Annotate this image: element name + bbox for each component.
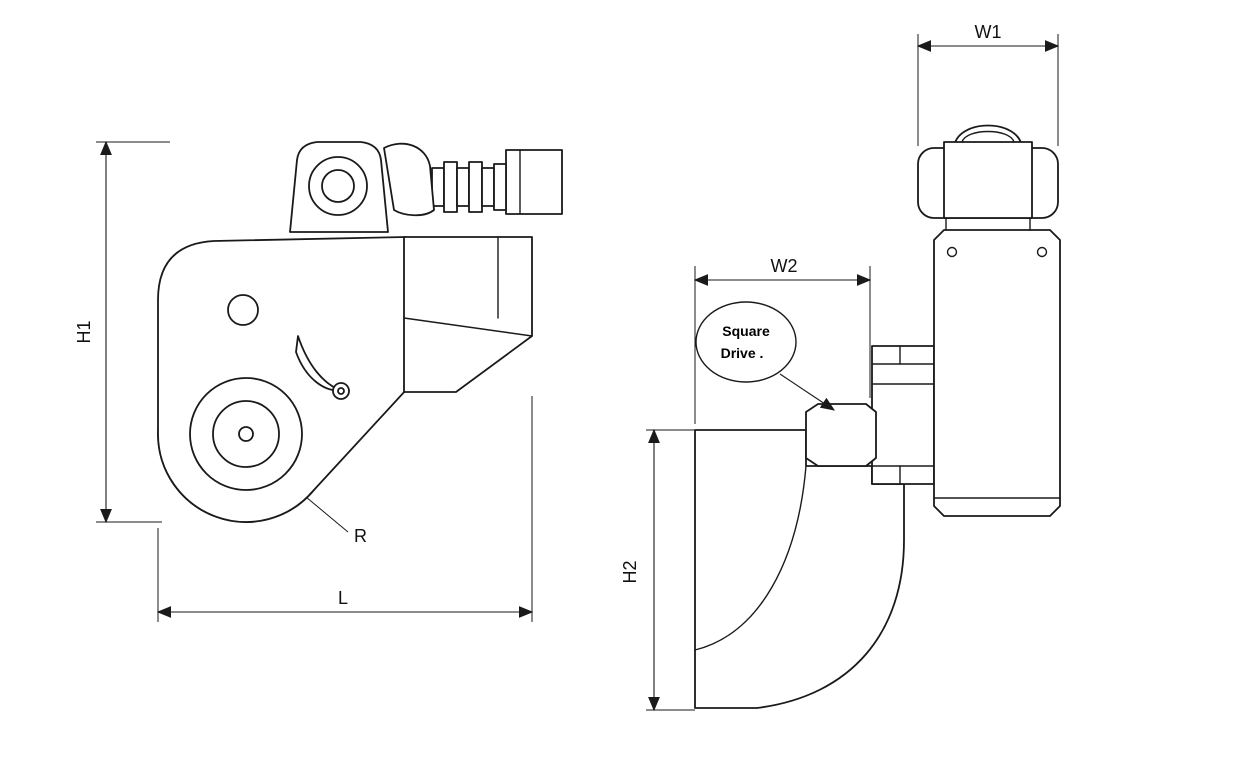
wrench-body-group	[157, 236, 533, 523]
spline-block-group	[871, 345, 935, 485]
elbow-fitting	[383, 142, 435, 217]
hex-head-facet-line	[403, 317, 533, 337]
hose-ridge	[481, 167, 495, 207]
callout-ellipse	[695, 301, 797, 383]
hose-coupler-group	[383, 142, 563, 217]
callout-arrow	[779, 373, 835, 411]
lever-pivot-inner	[337, 387, 345, 395]
reaction-arm-inner-curve	[694, 465, 807, 651]
dimension-label-h1: H1	[74, 320, 94, 343]
front-body	[933, 229, 1061, 517]
hose-ridge	[456, 167, 470, 207]
hose-ridge	[493, 163, 507, 211]
dimension-label-w2: W2	[771, 256, 798, 276]
dimension-w1: W1	[916, 22, 1060, 146]
dimension-label-r: R	[354, 526, 367, 546]
body-screw	[1036, 246, 1048, 258]
square-drive-label-line2: Drive .	[721, 345, 764, 361]
dimension-label-h2: H2	[620, 560, 640, 583]
hex-head	[403, 236, 533, 393]
swivel-port-inner	[321, 169, 355, 203]
swivel-bracket-group	[289, 141, 389, 233]
drive-center-dot	[238, 426, 254, 442]
body-screw	[946, 246, 958, 258]
hose-ridge	[468, 161, 483, 213]
swivel-center-block	[943, 141, 1033, 219]
square-drive-stub	[805, 403, 877, 467]
front-swivel-group	[917, 124, 1059, 231]
square-drive-callout: Square Drive .	[695, 301, 835, 411]
dimension-w2: W2	[693, 256, 872, 424]
r-leader-line	[305, 496, 349, 533]
side-view-drawing: H1 L R	[74, 140, 563, 622]
dimension-l: L	[156, 396, 534, 622]
hose-end-fitting	[505, 149, 563, 215]
dimension-label-w1: W1	[975, 22, 1002, 42]
front-body-group	[933, 229, 1061, 517]
dimension-h2: H2	[620, 428, 695, 712]
front-view-drawing: W1 W2 H2 Square Drive .	[620, 22, 1061, 712]
spline-block	[871, 345, 935, 485]
dimension-label-l: L	[338, 588, 348, 608]
body-pin-hole	[227, 294, 259, 326]
swivel-dome-inner-arc	[961, 130, 1015, 143]
hose-ridge	[443, 161, 458, 213]
body-silhouette	[157, 236, 407, 523]
square-drive-label-line1: Square	[722, 323, 770, 339]
dimension-r: R	[305, 496, 367, 546]
dimension-h1: H1	[74, 140, 170, 524]
